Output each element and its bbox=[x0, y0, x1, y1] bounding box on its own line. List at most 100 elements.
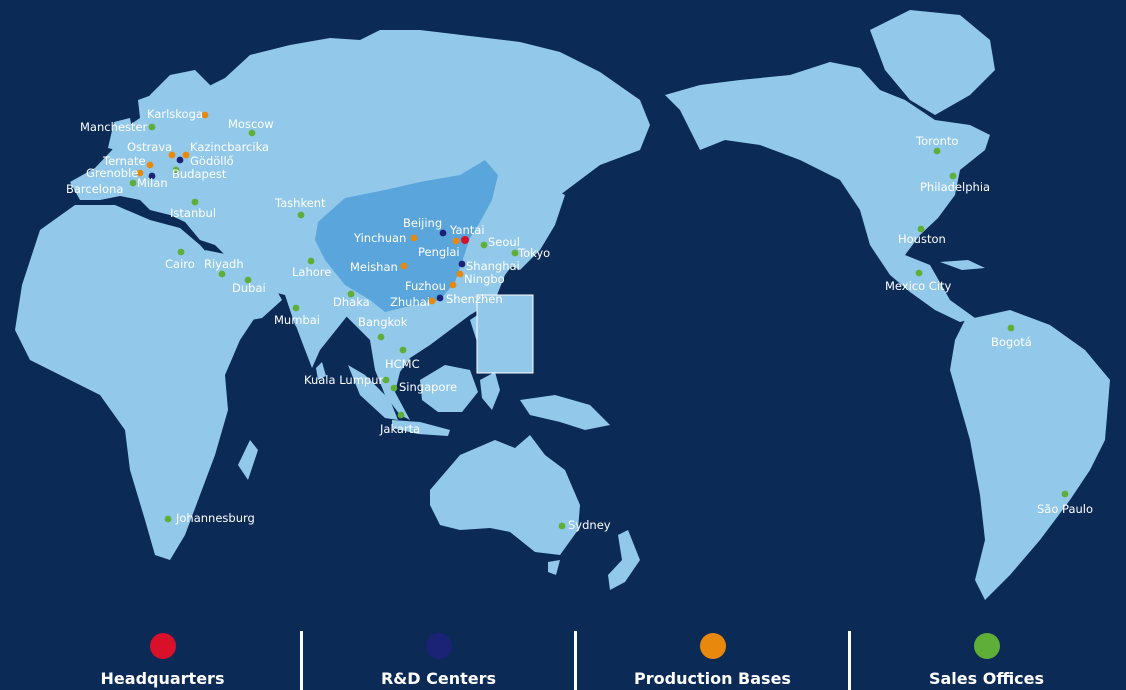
marker-sales bbox=[297, 211, 305, 219]
marker-rd bbox=[458, 260, 466, 268]
landmass-north-america bbox=[665, 62, 990, 322]
marker-headquarters bbox=[461, 236, 469, 244]
location-shanghai: Shanghai bbox=[458, 259, 520, 273]
marker-sales bbox=[164, 515, 172, 523]
location-meishan: Meishan bbox=[350, 260, 408, 274]
location-grenoble: Grenoble bbox=[86, 166, 144, 180]
location-label: Zhuhai bbox=[390, 295, 430, 309]
landmass-india bbox=[285, 275, 352, 368]
location-label: HCMC bbox=[385, 357, 420, 371]
marker-rd bbox=[436, 294, 444, 302]
inset-frame bbox=[476, 294, 534, 374]
location-label: Beijing bbox=[403, 216, 442, 230]
legend-item-sales: Sales Offices bbox=[849, 625, 1124, 688]
location-label: Mumbai bbox=[274, 313, 320, 327]
location-budapest: Budapest bbox=[172, 166, 227, 181]
location-dubai: Dubai bbox=[232, 276, 266, 295]
location-barcelona: Barcelona bbox=[66, 179, 137, 196]
marker-rd bbox=[439, 229, 447, 237]
location-ternate: Ternate bbox=[102, 154, 154, 169]
marker-production bbox=[168, 151, 176, 159]
location-manchester: Manchester bbox=[80, 120, 156, 134]
marker-sales bbox=[292, 304, 300, 312]
location-beijing: Beijing bbox=[403, 216, 447, 237]
legend-separator bbox=[300, 631, 303, 690]
marker-sales bbox=[377, 333, 385, 341]
location-label: Yantai bbox=[449, 223, 485, 237]
location-label: Tashkent bbox=[274, 196, 326, 210]
marker-production bbox=[449, 281, 457, 289]
location-sao-paulo: São Paulo bbox=[1037, 490, 1093, 516]
location-label: Dhaka bbox=[333, 295, 370, 309]
marker-sales bbox=[558, 522, 566, 530]
location-ningbo: Ningbo bbox=[456, 270, 505, 286]
marker-sales bbox=[307, 257, 315, 265]
location-label: Shenzhen bbox=[446, 292, 503, 306]
marker-sales bbox=[1007, 324, 1015, 332]
landmass-newzealand bbox=[608, 530, 640, 590]
landmass-scandinavia bbox=[140, 70, 210, 130]
marker-sales bbox=[949, 172, 957, 180]
landmass-sumatra bbox=[348, 365, 398, 420]
marker-production bbox=[201, 111, 209, 119]
marker-sales bbox=[244, 276, 252, 284]
location-label: Barcelona bbox=[66, 182, 123, 196]
location-tokyo: Tokyo bbox=[511, 246, 550, 260]
location-label: Cairo bbox=[165, 257, 195, 271]
legend-separator bbox=[574, 631, 577, 690]
marker-sales bbox=[129, 179, 137, 187]
location-label: Ningbo bbox=[464, 272, 505, 286]
location-lahore: Lahore bbox=[292, 257, 331, 279]
legend-label: Headquarters bbox=[100, 669, 225, 688]
marker-sales bbox=[172, 166, 180, 174]
location-mumbai: Mumbai bbox=[274, 304, 320, 327]
location-johannesburg: Johannesburg bbox=[164, 511, 255, 525]
location-kuala-lumpur: Kuala Lumpur bbox=[304, 373, 390, 387]
location-philadelphia: Philadelphia bbox=[920, 172, 990, 194]
location-label: Mexico City bbox=[885, 279, 952, 293]
marker-sales bbox=[218, 270, 226, 278]
location-houston: Houston bbox=[898, 225, 946, 246]
location-label: Bogotá bbox=[991, 335, 1032, 349]
landmass-newguinea bbox=[520, 395, 610, 430]
location-ostrava: Ostrava bbox=[127, 140, 176, 159]
landmass-tasmania bbox=[548, 560, 560, 575]
landmass-srilanka bbox=[316, 362, 326, 380]
location-label: Moscow bbox=[228, 117, 274, 131]
marker-sales bbox=[915, 269, 923, 277]
location-label: Singapore bbox=[399, 380, 457, 394]
location-label: Istanbul bbox=[170, 206, 216, 220]
landmass-africa bbox=[15, 205, 260, 560]
marker-sales bbox=[148, 123, 156, 131]
marker-sales bbox=[397, 411, 405, 419]
marker-sales bbox=[1061, 490, 1069, 498]
location-label: Grenoble bbox=[86, 166, 138, 180]
marker-sales bbox=[177, 248, 185, 256]
landmass-australia bbox=[430, 435, 580, 555]
location-label: Philadelphia bbox=[920, 180, 990, 194]
marker-sales bbox=[390, 384, 398, 392]
location-label: Kuala Lumpur bbox=[304, 373, 383, 387]
marker-rd bbox=[148, 172, 156, 180]
marker-production bbox=[146, 161, 154, 169]
landmass-cuba bbox=[940, 260, 985, 270]
location-riyadh: Riyadh bbox=[204, 257, 244, 278]
location-zhuhai: Zhuhai bbox=[390, 295, 436, 309]
marker-production bbox=[452, 237, 460, 245]
landmass-south-america bbox=[950, 310, 1110, 600]
landmass-borneo bbox=[420, 365, 478, 412]
china-highlight bbox=[315, 160, 498, 312]
location-cairo: Cairo bbox=[165, 248, 195, 271]
location-penglai: Penglai bbox=[418, 237, 460, 259]
location-label: Houston bbox=[898, 232, 946, 246]
landmass-taiwan bbox=[462, 282, 472, 302]
marker-production bbox=[182, 151, 190, 159]
location-bogota: Bogotá bbox=[991, 324, 1032, 349]
location-label: Sydney bbox=[568, 518, 611, 532]
landmass-japan bbox=[510, 190, 565, 270]
location-label: Ostrava bbox=[127, 140, 172, 154]
marker-production bbox=[400, 262, 408, 270]
location-label: São Paulo bbox=[1037, 502, 1093, 516]
